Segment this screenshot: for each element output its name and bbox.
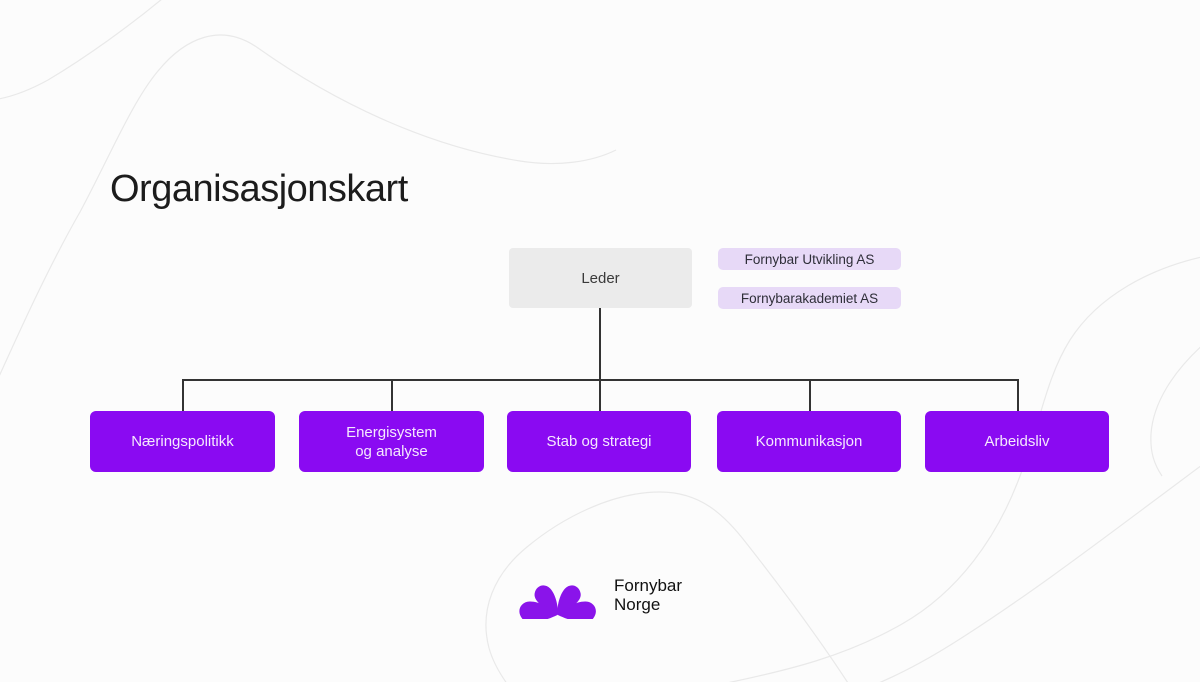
department-label: Næringspolitikk xyxy=(131,433,234,450)
department-label: Arbeidsliv xyxy=(984,433,1050,450)
subsidiary-box-fornybar-utvikling[interactable]: Fornybar Utvikling AS xyxy=(718,248,901,270)
petals-flower-icon xyxy=(519,585,596,619)
department-label: Kommunikasjon xyxy=(755,433,863,450)
subsidiary-label: Fornybarakademiet AS xyxy=(740,290,879,306)
department-box-arbeidsliv[interactable]: Arbeidsliv xyxy=(925,411,1109,472)
page-title: Organisasjonskart xyxy=(110,168,408,210)
department-box-kommunikasjon[interactable]: Kommunikasjon xyxy=(717,411,901,472)
connector-leader-vertical xyxy=(599,308,601,380)
connector-drop-naeringspolitikk xyxy=(182,379,184,412)
department-box-stab-og-strategi[interactable]: Stab og strategi xyxy=(507,411,691,472)
brand-name: Fornybar Norge xyxy=(614,576,682,614)
connector-drop-stab xyxy=(599,379,601,412)
department-label: Energisystem og analyse xyxy=(346,423,437,460)
department-box-naeringspolitikk[interactable]: Næringspolitikk xyxy=(90,411,275,472)
subsidiary-box-fornybarakademiet[interactable]: Fornybarakademiet AS xyxy=(718,287,901,309)
department-box-energisystem[interactable]: Energisystem og analyse xyxy=(299,411,484,472)
department-label: Stab og strategi xyxy=(546,433,652,450)
connector-drop-energisystem xyxy=(391,379,393,412)
brand-lockup: Fornybar Norge xyxy=(518,571,682,619)
leader-label: Leder xyxy=(581,269,620,287)
connector-drop-arbeidsliv xyxy=(1017,379,1019,412)
brand-name-line2: Norge xyxy=(614,595,661,614)
leader-box[interactable]: Leder xyxy=(509,248,692,308)
connector-drop-kommunikasjon xyxy=(809,379,811,412)
brand-name-line1: Fornybar xyxy=(614,576,683,595)
subsidiary-label: Fornybar Utvikling AS xyxy=(744,251,875,267)
